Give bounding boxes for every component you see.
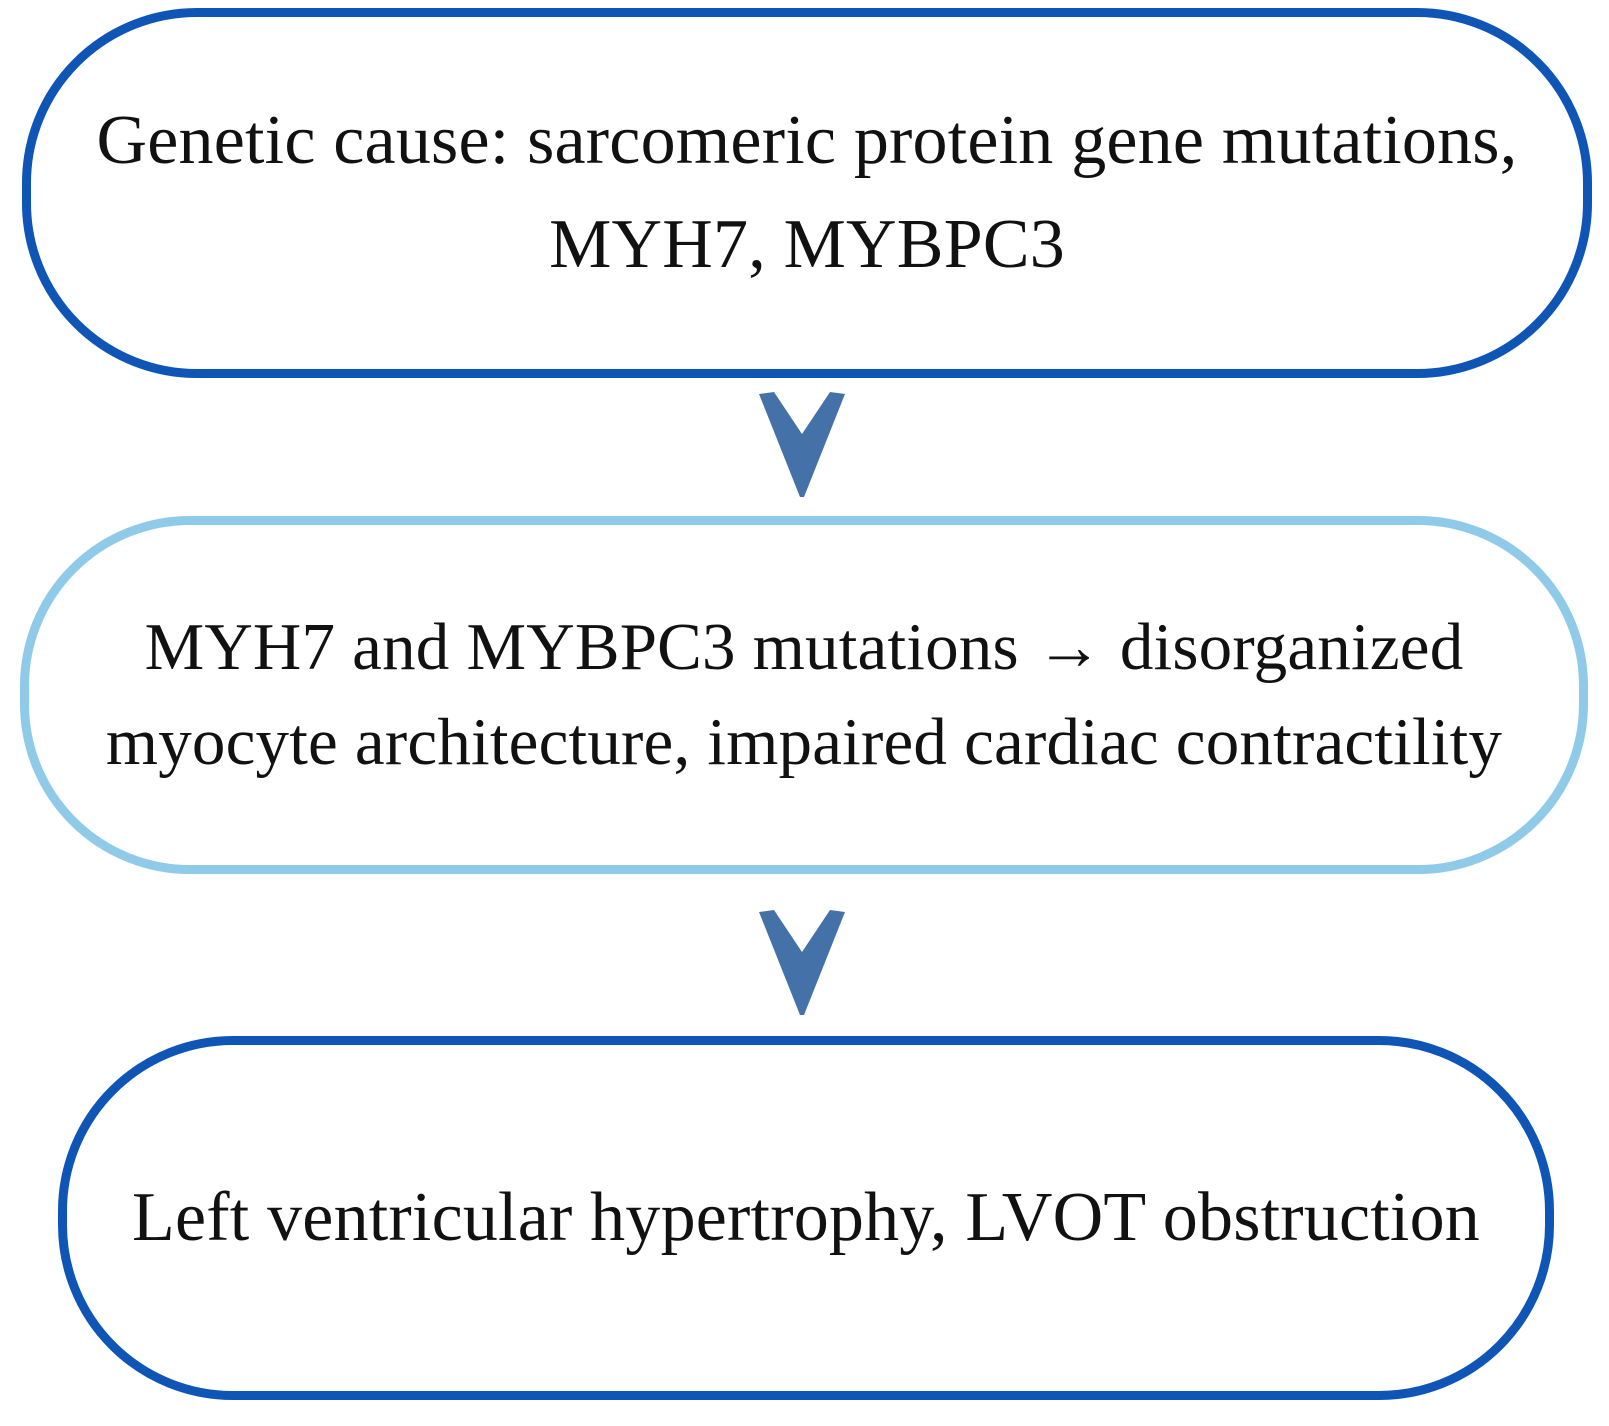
flow-node-outcome: Left ventricular hypertrophy, LVOT obstr… <box>58 1036 1554 1400</box>
chevron-down-arrow-icon <box>752 390 852 500</box>
chevron-down-arrow-icon <box>752 908 852 1018</box>
flow-node-mechanism-label: MYH7 and MYBPC3 mutations → disorganized… <box>105 609 1503 779</box>
flow-node-genetic-cause: Genetic cause: sarcomeric protein gene m… <box>22 8 1592 378</box>
flow-node-mechanism: MYH7 and MYBPC3 mutations → disorganized… <box>20 516 1588 874</box>
flow-node-genetic-cause-label: Genetic cause: sarcomeric protein gene m… <box>96 102 1518 283</box>
flow-node-outcome-label: Left ventricular hypertrophy, LVOT obstr… <box>132 1179 1480 1257</box>
